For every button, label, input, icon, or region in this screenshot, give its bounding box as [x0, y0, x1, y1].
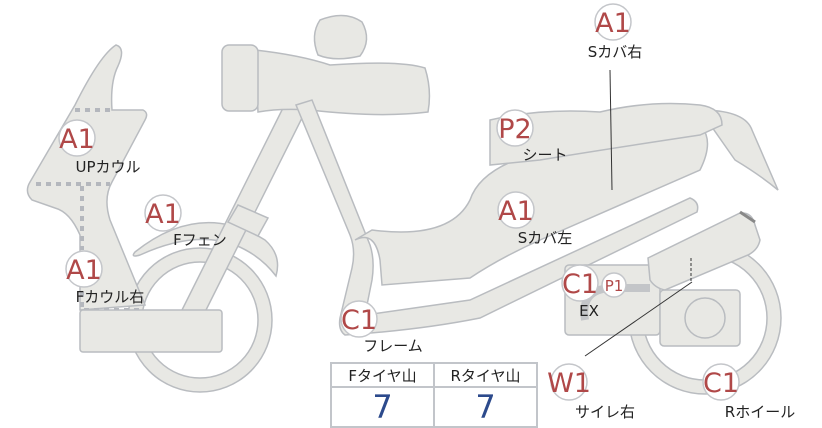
rear-tire-header: Rタイヤ山	[433, 362, 538, 388]
part-name: シート	[522, 146, 567, 164]
part-name: UPカウル	[75, 158, 140, 176]
part-name: サイレ右	[575, 403, 635, 421]
frame	[294, 99, 699, 336]
fork-collar	[226, 204, 270, 237]
rear-fender	[698, 109, 779, 191]
headlight	[221, 44, 259, 112]
handlebar	[254, 49, 431, 116]
part-code: P2	[498, 114, 531, 145]
silencer-tip	[739, 210, 756, 224]
leader-line	[609, 69, 613, 191]
front-tire-header: Fタイヤ山	[330, 362, 435, 388]
part-code: A1	[66, 255, 102, 286]
part-code: A1	[498, 196, 534, 227]
part-code: A1	[595, 8, 631, 39]
seat	[489, 102, 723, 166]
part-name: Fフェン	[173, 231, 227, 249]
part-name: EX	[579, 302, 599, 320]
part-code: C1	[341, 305, 377, 336]
part-name: フレーム	[363, 337, 423, 355]
label-silencer-right[interactable]: W1 サイレ右	[547, 363, 635, 421]
part-code: C1	[703, 368, 739, 399]
part-code: C1	[562, 269, 598, 300]
hub-center	[684, 297, 726, 339]
leader-line	[584, 281, 693, 357]
part-code-secondary: P1	[605, 277, 624, 295]
front-cowl	[26, 44, 148, 311]
rear-tire-value: 7	[433, 386, 538, 428]
part-name: Fカウル右	[76, 288, 145, 306]
part-code: A1	[59, 124, 95, 155]
part-name: Rホイール	[725, 403, 795, 421]
floorboard	[79, 309, 223, 353]
part-name: Sカバ右	[588, 43, 643, 61]
front-tire-value: 7	[330, 386, 435, 428]
part-code: W1	[547, 368, 591, 399]
silencer	[647, 212, 761, 291]
mirror	[313, 14, 368, 60]
tire-tread-table: Fタイヤ山 Rタイヤ山 7 7	[330, 362, 538, 428]
part-name: Sカバ左	[518, 229, 573, 247]
part-code: A1	[145, 199, 181, 230]
